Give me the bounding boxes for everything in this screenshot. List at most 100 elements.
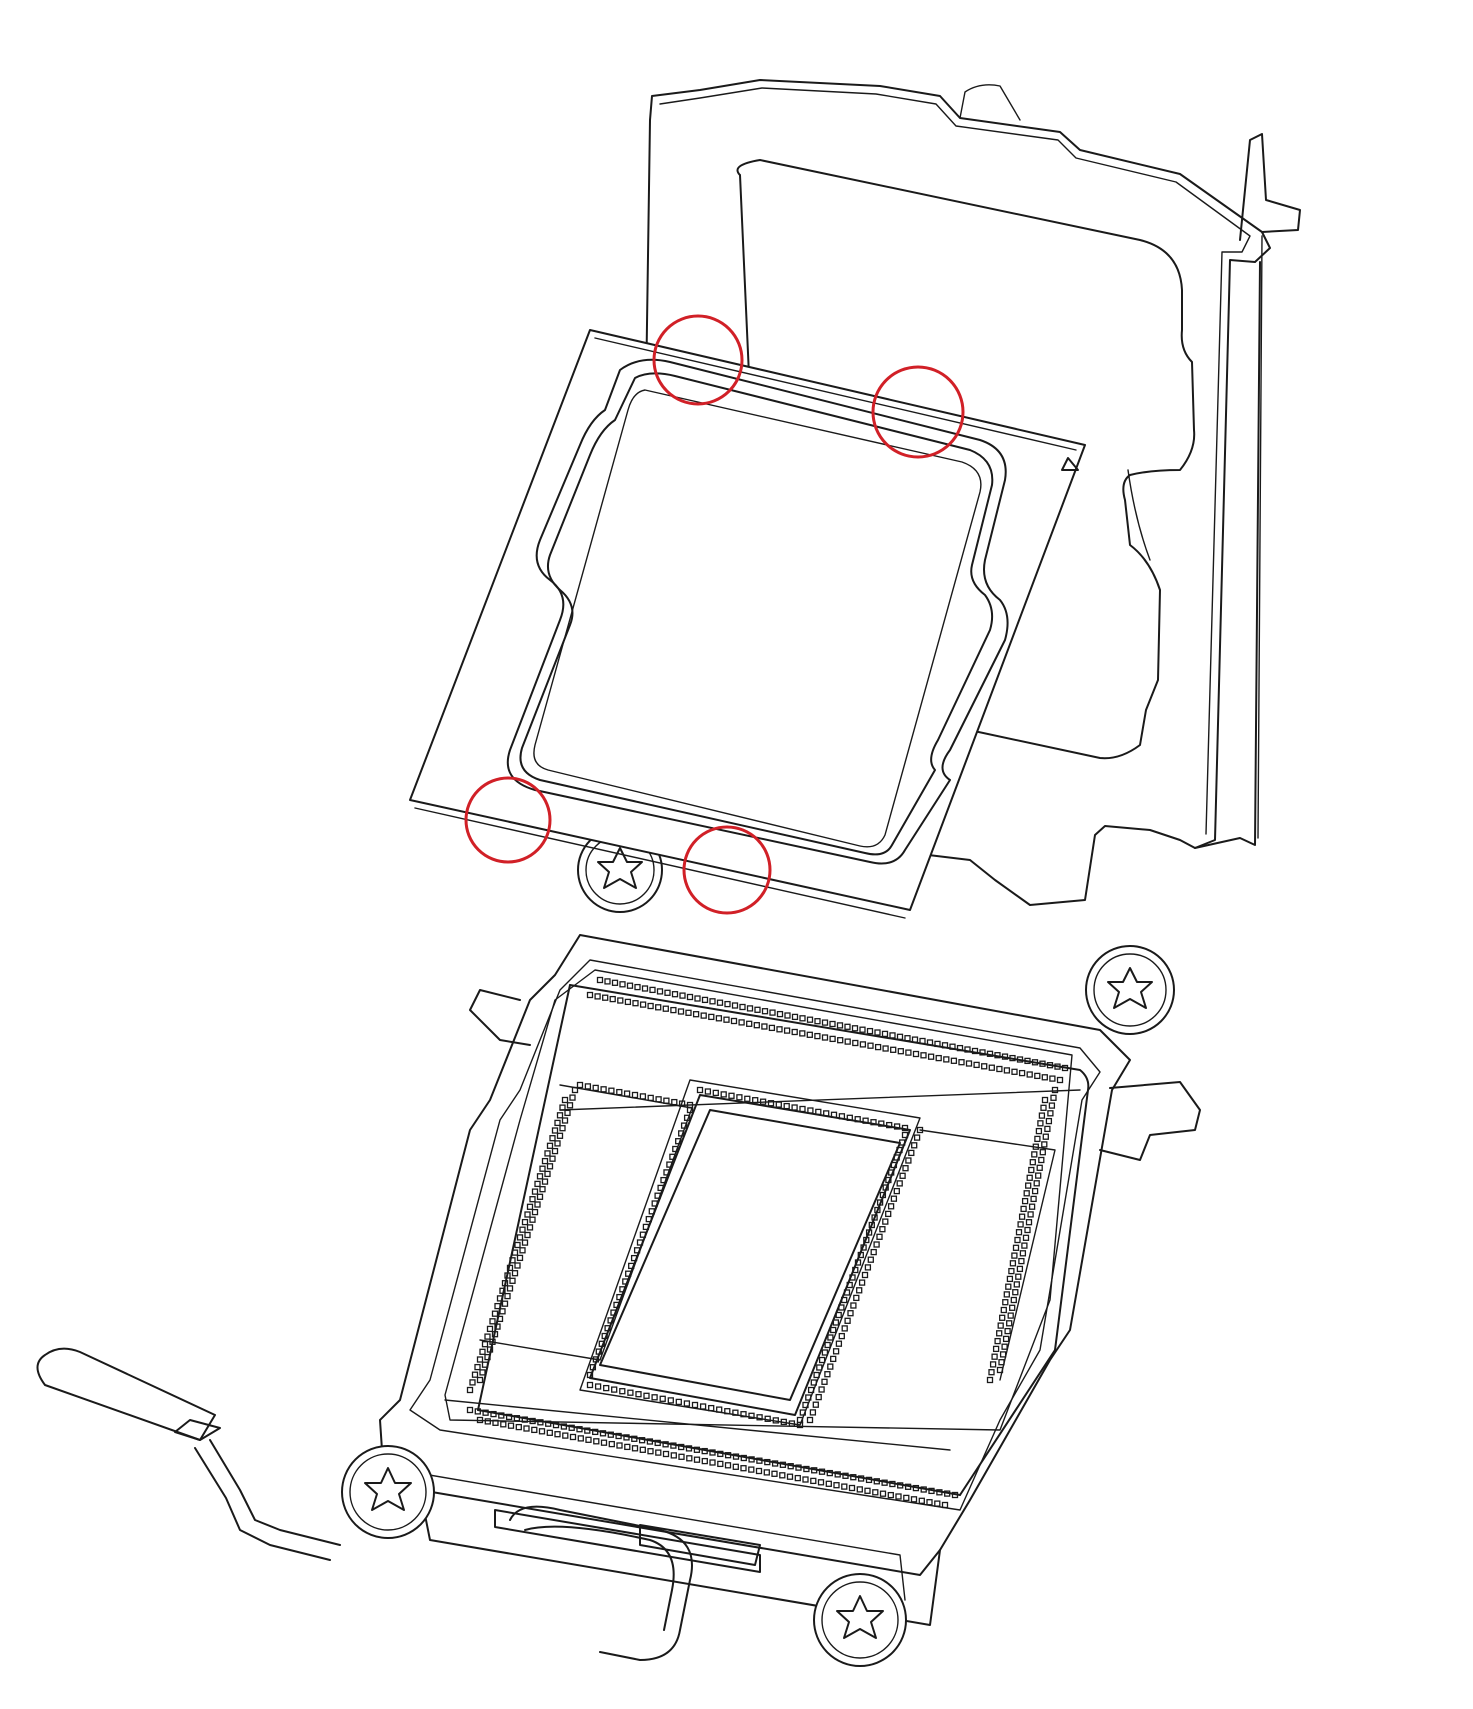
socket-pin [1031, 1187, 1039, 1195]
socket-pin [686, 1106, 694, 1114]
socket-pin [538, 1428, 546, 1435]
socket-pin [783, 1027, 791, 1034]
socket-pin [625, 1270, 632, 1277]
socket-pin [786, 1473, 794, 1480]
socket-pin [549, 1155, 556, 1162]
mounting-screws [341, 827, 1175, 1667]
socket-pin [617, 997, 624, 1004]
socket-pin [835, 1311, 842, 1319]
socket-pin [849, 1274, 856, 1281]
socket-pin [825, 1480, 832, 1487]
socket-pin [537, 1419, 544, 1426]
socket-pin [1038, 1156, 1045, 1164]
socket-pin [1000, 1306, 1007, 1314]
socket-pin [860, 1244, 867, 1251]
socket-pin [630, 1254, 638, 1262]
socket-pin [854, 1259, 862, 1266]
socket-pin [559, 1104, 566, 1111]
socket-pin [616, 1088, 623, 1096]
socket-pin [873, 1241, 880, 1248]
socket-pin [586, 991, 594, 999]
socket-pin [539, 1186, 546, 1193]
socket-pin [474, 1408, 481, 1415]
socket-pin [1025, 1182, 1032, 1189]
socket-pin [850, 1474, 857, 1481]
socket-pin [812, 1401, 819, 1408]
socket-pin [844, 1023, 851, 1030]
socket-pin [611, 979, 619, 986]
socket-pin [736, 1094, 743, 1101]
socket-pin [862, 1117, 869, 1124]
socket-pin [1047, 1110, 1054, 1117]
socket-pin [810, 1477, 817, 1485]
socket-pin [761, 1023, 768, 1030]
socket-pin [1051, 1086, 1059, 1094]
socket-pin [994, 1052, 1001, 1059]
socket-pin [604, 1325, 611, 1332]
socket-pin [1031, 1151, 1038, 1158]
socket-pin [1020, 1205, 1027, 1213]
socket-pin [529, 1417, 536, 1425]
socket-pin [489, 1338, 496, 1345]
socket-pin [837, 1037, 844, 1044]
socket-pin [723, 1016, 730, 1023]
socket-pin [1011, 1068, 1018, 1075]
socket-pin [683, 1114, 691, 1121]
socket-pin [999, 1314, 1006, 1321]
socket-pin [476, 1416, 484, 1424]
socket-pin [881, 1030, 889, 1038]
socket-pin [1036, 1164, 1043, 1171]
socket-pin [958, 1059, 965, 1066]
socket-pin [738, 1019, 745, 1026]
socket-pin [965, 1060, 973, 1067]
socket-pin [1024, 1226, 1031, 1234]
socket-pin [1039, 1060, 1046, 1067]
socket-pin [876, 1199, 884, 1206]
socket-pin [600, 1086, 607, 1093]
socket-pin [890, 1161, 898, 1169]
socket-pin [859, 1026, 866, 1033]
socket-pin [515, 1423, 522, 1431]
load-lever [36, 1347, 761, 1661]
socket-pin [514, 1262, 521, 1269]
socket-pin [715, 1015, 723, 1022]
socket-pin [649, 986, 656, 994]
socket-pin [816, 1364, 823, 1371]
socket-pin [912, 1484, 920, 1492]
socket-pin [568, 1424, 575, 1431]
socket-pin [639, 1001, 647, 1008]
socket-pin [744, 1095, 751, 1102]
socket-pin [1046, 1062, 1054, 1069]
socket-pin [865, 1229, 873, 1236]
pin1-triangle-icon [1061, 457, 1079, 471]
socket-pin [879, 1490, 887, 1497]
socket-pin [631, 1445, 639, 1452]
socket-pin [709, 998, 716, 1005]
socket-pin [499, 1308, 506, 1315]
socket-pin [832, 1348, 840, 1355]
socket-pin [815, 1393, 822, 1401]
socket-pin [531, 1188, 539, 1195]
socket-pin [826, 1469, 833, 1477]
socket-pin [662, 1450, 670, 1458]
socket-pin [554, 1431, 561, 1438]
socket-pin [501, 1280, 509, 1287]
socket-pin [791, 1013, 799, 1021]
socket-pin [905, 1157, 912, 1164]
socket-pin [507, 1422, 515, 1429]
socket-pin [1048, 1102, 1056, 1109]
socket-pin [835, 1340, 843, 1347]
socket-pin [748, 1456, 755, 1463]
cpu-alignment-notch-top-left [652, 314, 744, 406]
socket-pin [806, 1031, 813, 1038]
socket-pin [724, 1452, 732, 1459]
socket-pin [642, 1223, 650, 1231]
socket-pin [901, 1124, 909, 1132]
socket-pin [600, 1439, 608, 1446]
socket-pin [868, 1221, 875, 1229]
socket-pin [817, 1479, 825, 1486]
socket-pin [539, 1165, 546, 1172]
socket-pin [971, 1047, 979, 1055]
socket-pin [720, 1091, 727, 1098]
